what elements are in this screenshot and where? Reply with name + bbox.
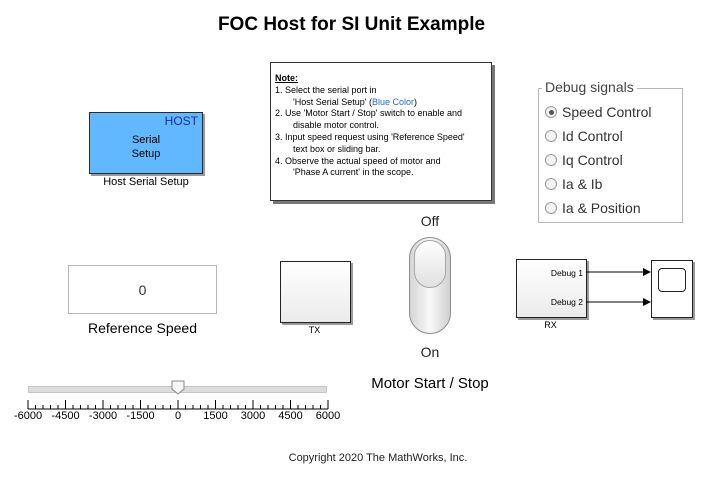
radio-ia-position[interactable]: Ia & Position [545,200,641,216]
scope-block[interactable] [651,260,693,318]
note-step-2: 2. Use 'Motor Start / Stop' switch to en… [275,108,463,119]
radio-label: Iq Control [562,152,623,168]
arrow-head-icon [643,298,651,306]
slider-tick-label: -1500 [126,410,155,422]
debug-signals-legend: Debug signals [542,79,637,95]
note-step-4: 4. Observe the actual speed of motor and [275,155,441,166]
host-serial-setup-caption: Host Serial Setup [103,176,189,188]
signal-lines [586,268,651,306]
radio-label: Id Control [562,128,623,144]
slider-tick-label: 6000 [315,410,341,422]
scope-icon [658,268,686,292]
switch-knob[interactable] [414,240,446,288]
host-tag: HOST [164,114,198,128]
slider-tick-label: -4500 [51,410,80,422]
host-block-label-line1: Serial [131,134,161,146]
slider-tick-label: -6000 [13,410,43,422]
radio-speed-control[interactable]: Speed Control [545,104,652,120]
note-step-3: 3. Input speed request using 'Reference … [275,131,465,142]
reference-speed-label: Reference Speed [88,320,197,336]
note-title: Note: [275,73,298,83]
note-blue-color-text: Blue Color [371,96,415,107]
motor-start-stop-label: Motor Start / Stop [371,375,489,392]
radio-iq-control[interactable]: Iq Control [545,152,623,168]
radio-unselected-icon[interactable] [545,202,557,214]
radio-selected-icon[interactable] [545,106,557,118]
radio-ia-ib[interactable]: Ia & Ib [545,176,602,192]
host-block-label: Serial Setup [90,133,202,161]
rx-block[interactable]: Debug 1 Debug 2 [516,259,587,318]
host-block-label-line2: Setup [131,148,161,160]
radio-label: Ia & Position [562,200,641,216]
note-step-1-prefix: 'Host Serial Setup' ( [293,96,372,107]
reference-speed-input[interactable]: 0 [68,265,217,314]
radio-id-control[interactable]: Id Control [545,128,623,144]
rx-port-debug-1: Debug 1 [550,268,583,278]
note-step-4-cont: 'Phase A current' in the scope. [293,167,414,178]
toggle-off-label: Off [420,213,440,229]
rx-port-debug-2: Debug 2 [550,297,583,307]
radio-label: Speed Control [562,104,652,120]
radio-unselected-icon[interactable] [545,130,557,142]
slider-tick-label: 0 [174,410,182,422]
page-title: FOC Host for SI Unit Example [217,14,486,35]
instructions-note: Note: 1. Select the serial port in 'Host… [270,62,492,201]
toggle-on-label: On [420,344,440,360]
radio-label: Ia & Ib [562,176,603,192]
host-serial-setup-block[interactable]: HOST Serial Setup [89,112,203,174]
arrow-head-icon [643,268,651,276]
tx-block[interactable] [280,261,351,323]
copyright-text: Copyright 2020 The MathWorks, Inc. [288,452,468,464]
tx-label: TX [308,325,321,335]
note-step-1-suffix: ) [414,96,418,107]
radio-unselected-icon[interactable] [545,154,557,166]
slider-tick-label: -3000 [88,410,118,422]
rx-label: RX [544,320,557,330]
note-step-1: 1. Select the serial port in [275,84,377,95]
slider-scale [27,400,329,410]
slider-tick-label: 1500 [203,410,228,422]
note-step-3-cont: text box or sliding bar. [293,143,381,154]
note-step-1-cont: 'Host Serial Setup' (Blue Color) [275,97,487,109]
slider-tick-label: 4500 [278,410,303,422]
slider-tick-label: 3000 [240,410,266,422]
note-step-2-cont: disable motor control. [293,120,380,131]
slider-thumb-icon[interactable] [171,380,185,395]
radio-unselected-icon[interactable] [545,178,557,190]
